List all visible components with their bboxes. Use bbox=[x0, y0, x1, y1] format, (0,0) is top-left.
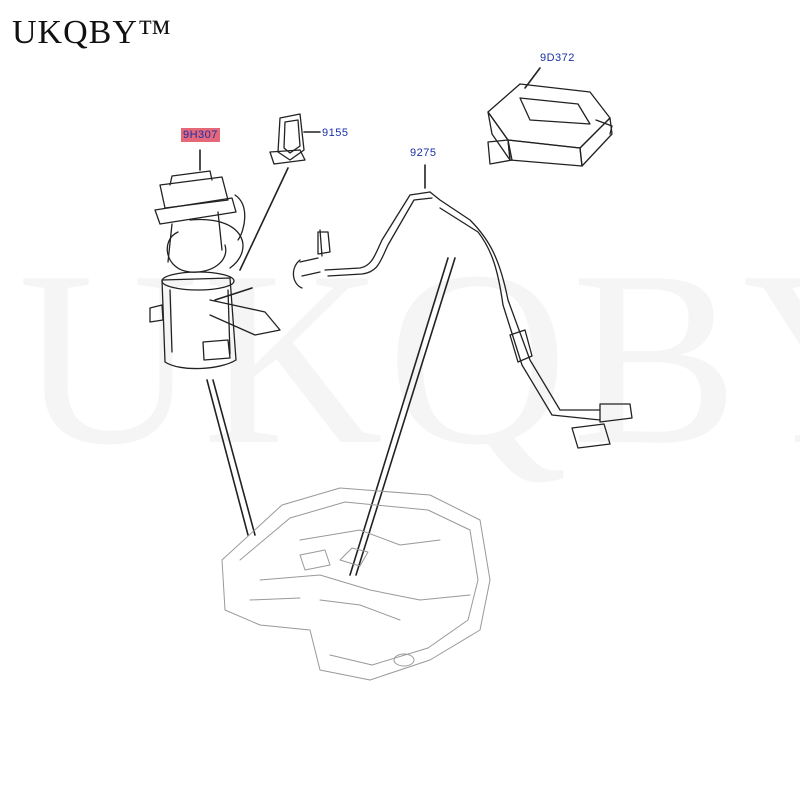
seal-clip bbox=[269, 113, 306, 165]
callout-9d372: 9D372 bbox=[540, 52, 575, 64]
fuel-tank bbox=[221, 487, 491, 681]
control-module bbox=[487, 83, 613, 167]
leader-lines bbox=[199, 67, 541, 576]
callout-9275: 9275 bbox=[410, 147, 437, 159]
callout-9155: 9155 bbox=[322, 127, 349, 139]
brand-logo: UKQBY™ bbox=[12, 14, 173, 51]
fuel-pipe bbox=[292, 191, 633, 449]
fuel-pump-assembly bbox=[149, 170, 281, 370]
callout-9h307: 9H307 bbox=[181, 128, 220, 142]
